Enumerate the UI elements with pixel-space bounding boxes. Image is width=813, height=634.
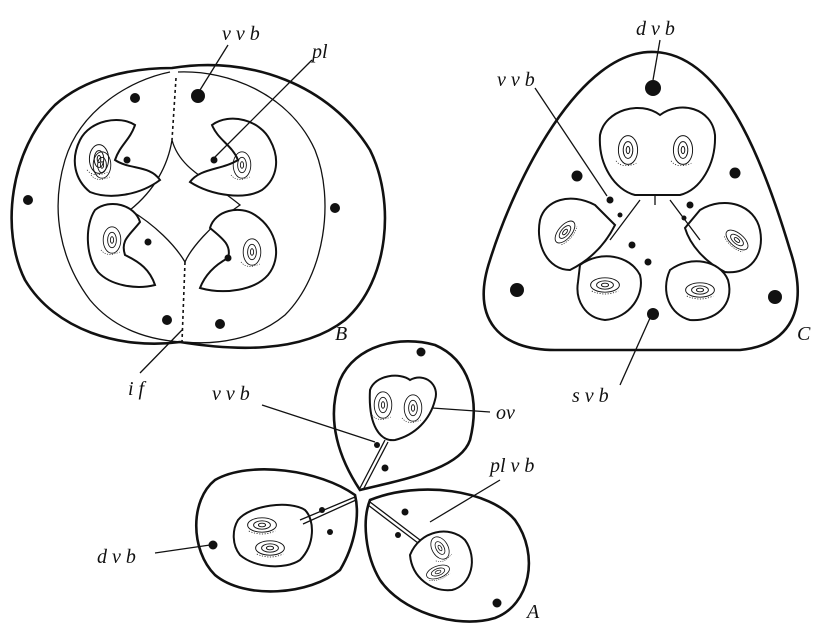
- panel-b-bundle: [130, 93, 140, 103]
- panel-a-bundle: [374, 442, 380, 448]
- panel-a-bundle: [402, 509, 409, 516]
- panel-c: d v b v v b s v b C: [484, 18, 811, 407]
- panel-b: v v b pl i f B: [12, 23, 385, 400]
- panel-a-bundle: [493, 599, 502, 608]
- panel-c-bundle: [510, 283, 524, 297]
- panel-a-label-vvb: v v b: [212, 383, 250, 405]
- panel-c-bundle: [682, 216, 687, 221]
- panel-c-bundle: [647, 308, 659, 320]
- panel-c-outer-wall: [484, 52, 798, 350]
- panel-b-letter: B: [335, 323, 347, 345]
- panel-a-label-dvb: d v b: [97, 546, 136, 568]
- panel-c-bundle: [645, 80, 661, 96]
- panel-c-label-dvb: d v b: [636, 18, 675, 40]
- panel-a-label-ov: ov: [496, 402, 515, 424]
- panel-c-bundle: [687, 202, 694, 209]
- panel-c-locule-br: [666, 261, 729, 320]
- panel-c-bundle: [730, 168, 741, 179]
- panel-b-label-pl: pl: [310, 41, 328, 63]
- panel-b-bundle: [191, 89, 205, 103]
- panel-b-bundle: [225, 255, 232, 262]
- panel-b-outer-wall: [12, 65, 385, 348]
- panel-b-bundle: [124, 157, 131, 164]
- panel-a-label-plvb: pl v b: [488, 455, 534, 477]
- panel-a-letter: A: [525, 601, 540, 623]
- panel-c-locule-top: [600, 108, 715, 195]
- panel-c-label-vvb: v v b: [497, 69, 535, 91]
- panel-a-bundle: [327, 529, 333, 535]
- panel-c-bundle: [645, 259, 652, 266]
- panel-b-bundle: [330, 203, 340, 213]
- panel-b-bundle: [215, 319, 225, 329]
- panel-c-bundle: [768, 290, 782, 304]
- panel-b-bundle: [162, 315, 172, 325]
- panel-a-bundle: [417, 348, 426, 357]
- panel-c-bundle: [572, 171, 583, 182]
- panel-c-label-svb: s v b: [572, 385, 609, 407]
- panel-b-bundle: [23, 195, 33, 205]
- panel-c-bundle: [618, 213, 623, 218]
- panel-a-bundle: [395, 532, 401, 538]
- panel-b-label-vvb: v v b: [222, 23, 260, 45]
- panel-c-bundle: [629, 242, 636, 249]
- panel-c-bundle: [607, 197, 614, 204]
- panel-a-bundle: [382, 465, 389, 472]
- panel-b-bundle: [145, 239, 152, 246]
- panel-b-label-if: i f: [128, 378, 147, 400]
- panel-a: v v b ov pl v b d v b A: [97, 341, 540, 623]
- panel-a-bundle: [319, 507, 325, 513]
- panel-c-letter: C: [797, 323, 811, 345]
